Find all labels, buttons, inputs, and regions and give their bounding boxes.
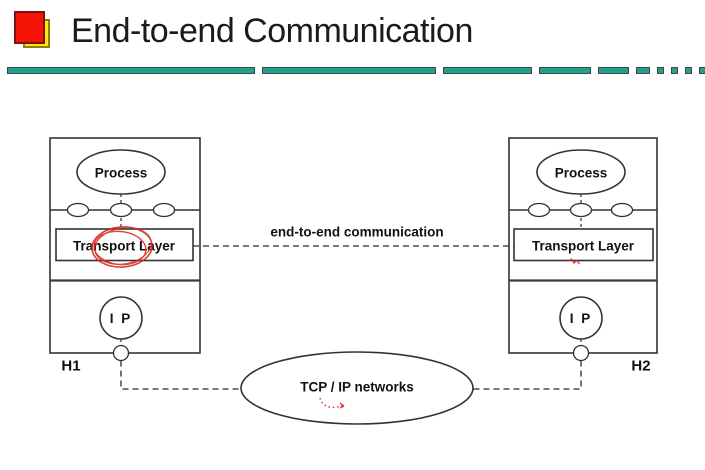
divider-segment: [671, 67, 678, 74]
h1-network-dashed-connector: [120, 360, 241, 390]
host-h1-name-label: H1: [61, 358, 80, 375]
host-h1-interface-node: [112, 344, 130, 362]
red-square-icon: [14, 11, 45, 44]
host-h2-process-label: Process: [555, 166, 608, 181]
host-h1-process-ellipse: [76, 149, 166, 195]
divider-segment: [685, 67, 692, 74]
host-h2-transport-box: [513, 228, 654, 262]
host-h1-process-label: Process: [95, 166, 148, 181]
host-h2-name-label: H2: [631, 358, 650, 375]
host-h2-port-1: [527, 202, 551, 218]
host-h1-port-2: [109, 202, 133, 218]
page-title: End-to-end Communication: [71, 12, 473, 50]
red-circle-annotation: [91, 226, 153, 268]
divider-segment: [539, 67, 591, 74]
host-h1-port-1: [66, 202, 90, 218]
title-divider: [7, 67, 705, 74]
red-squiggle-annotation: [319, 397, 345, 409]
host-h1-transport-label: Transport Layer: [73, 239, 176, 254]
host-h2-port-2: [569, 202, 593, 218]
divider-segment: [7, 67, 255, 74]
red-tick-annotation: [567, 258, 581, 265]
divider-segment: [443, 67, 532, 74]
divider-segment: [657, 67, 664, 74]
end-to-end-link-label: end-to-end communication: [270, 225, 443, 240]
network-ellipse: [240, 351, 474, 425]
host-h2-ip-label: I P: [570, 311, 593, 326]
host-h1-transport-box: [55, 228, 194, 262]
host-h2-port-3: [610, 202, 634, 218]
divider-segment: [699, 67, 705, 74]
host-h1-ip-label: I P: [110, 311, 133, 326]
host-h1: Process Transport Layer I P H1: [49, 137, 201, 375]
network-label: TCP / IP networks: [300, 380, 414, 395]
divider-segment: [598, 67, 629, 74]
divider-segment: [636, 67, 650, 74]
h2-network-dashed-connector: [473, 360, 582, 390]
host-h2: Process Transport Layer I P H2: [508, 137, 658, 375]
host-h1-port-3: [152, 202, 176, 218]
host-h2-process-ellipse: [536, 149, 626, 195]
divider-segment: [262, 67, 436, 74]
title-bullet-icon: [14, 11, 54, 53]
host-h2-transport-label: Transport Layer: [532, 239, 635, 254]
host-h2-interface-node: [572, 344, 590, 362]
